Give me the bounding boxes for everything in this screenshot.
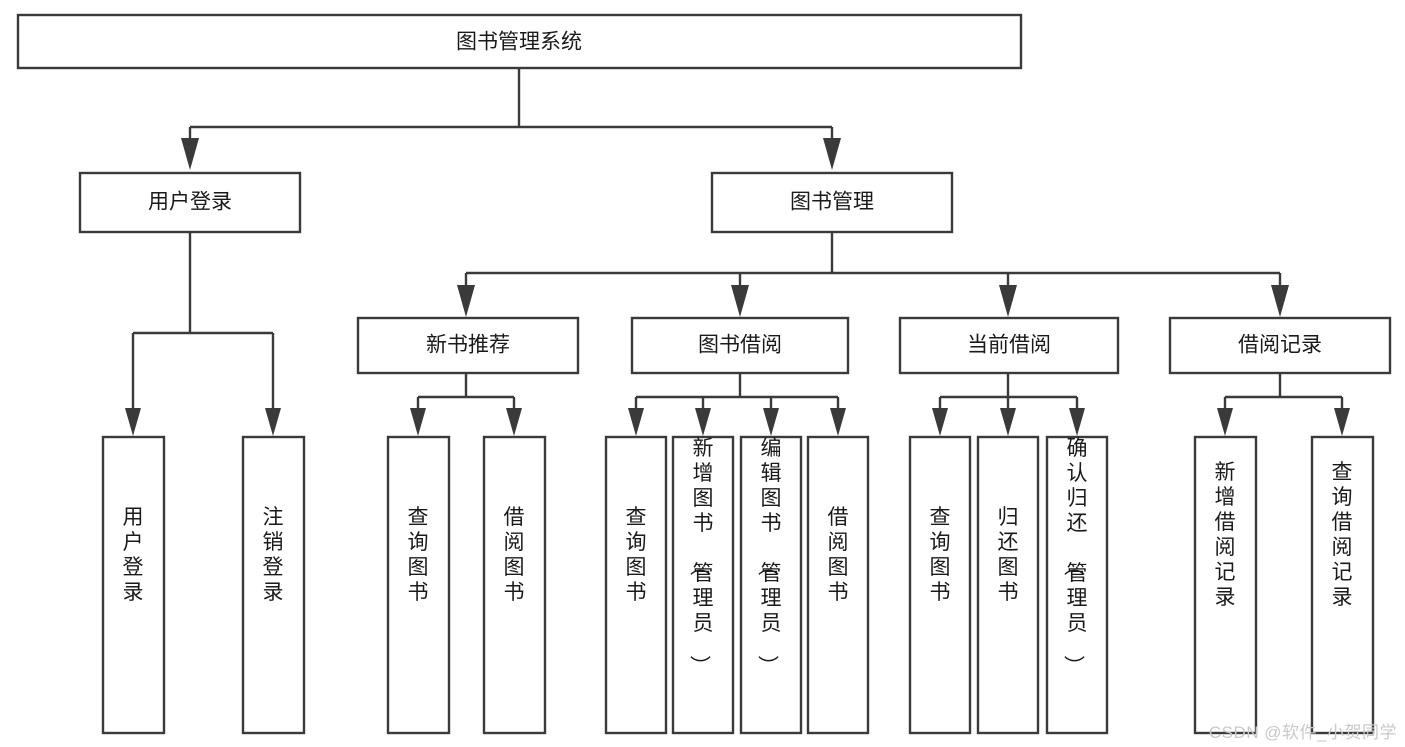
node-book-borrow-box[interactable] [630, 316, 850, 375]
connector-group-borrow-record [1217, 373, 1350, 436]
node-borrow-record[interactable]: 借阅记录 [1168, 316, 1392, 375]
node-leaf-user-logout-label: 注销登录 [263, 506, 284, 604]
node-book-management[interactable]: 图书管理 [710, 171, 954, 234]
node-leaf-borrow-book-2-box[interactable] [806, 435, 870, 735]
arrowhead-leaf-user-login [125, 408, 141, 436]
node-leaf-edit-book[interactable]: 编辑图书（管理员） [739, 435, 803, 735]
arrowhead-book-borrow [731, 285, 749, 317]
node-root-label: 图书管理系统 [456, 31, 582, 54]
node-borrow-record-label: 借阅记录 [1238, 334, 1322, 357]
node-book-borrow-label: 图书借阅 [698, 334, 782, 357]
node-leaf-borrow-book-2-label: 借阅图书 [828, 506, 849, 604]
node-leaf-query-book-3[interactable]: 查询图书 [908, 435, 972, 735]
arrowhead-borrow-record [1271, 285, 1289, 317]
node-book-management-label: 图书管理 [790, 191, 874, 214]
arrowhead-current-borrow [999, 285, 1017, 317]
node-leaf-add-book[interactable]: 新增图书（管理员） [671, 435, 735, 735]
node-leaf-query-record[interactable]: 查询借阅记录 [1310, 435, 1375, 735]
node-new-book-recommend-box[interactable] [356, 316, 580, 375]
node-leaf-query-book-2-box[interactable] [604, 435, 668, 735]
arrowhead-leaf-return-book [1000, 408, 1016, 436]
node-leaf-return-book-label: 归还图书 [998, 506, 1019, 604]
node-leaf-user-logout-box[interactable] [241, 435, 306, 735]
node-leaf-query-book-1[interactable]: 查询图书 [386, 435, 451, 735]
node-current-borrow-label: 当前借阅 [967, 334, 1051, 357]
arrowhead-leaf-borrow-book-1 [506, 408, 522, 436]
arrowhead-leaf-user-logout [265, 408, 281, 436]
connector-group-book-management [457, 232, 1289, 317]
node-leaf-add-record-box[interactable] [1193, 435, 1258, 735]
node-borrow-record-box[interactable] [1168, 316, 1392, 375]
node-leaf-user-login-box[interactable] [101, 435, 166, 735]
connector-group-user-login [125, 232, 281, 436]
node-leaf-borrow-book-2[interactable]: 借阅图书 [806, 435, 870, 735]
arrowhead-book-management [823, 138, 841, 170]
node-leaf-user-login-label: 用户登录 [123, 506, 144, 604]
node-leaf-add-record-label: 新增借阅记录 [1215, 461, 1236, 609]
arrowhead-leaf-add-record [1217, 408, 1233, 436]
arrowhead-new-book-recommend [457, 285, 475, 317]
node-leaf-add-book-box[interactable] [671, 435, 735, 735]
arrowhead-leaf-confirm-return [1069, 408, 1085, 436]
node-book-management-box[interactable] [710, 171, 954, 234]
node-root[interactable]: 图书管理系统 [16, 13, 1023, 70]
node-current-borrow[interactable]: 当前借阅 [898, 316, 1120, 375]
node-leaf-user-login[interactable]: 用户登录 [101, 435, 166, 735]
node-leaf-add-book-label: 新增图书（管理员） [688, 437, 714, 676]
node-leaf-edit-book-box[interactable] [739, 435, 803, 735]
arrowhead-leaf-query-record [1334, 408, 1350, 436]
node-leaf-query-record-label: 查询借阅记录 [1332, 461, 1353, 609]
arrowhead-leaf-add-book [695, 408, 711, 436]
node-leaf-edit-book-label: 编辑图书（管理员） [756, 437, 782, 676]
node-leaf-query-book-1-label: 查询图书 [408, 506, 429, 604]
arrowhead-leaf-query-book-1 [410, 408, 426, 436]
connector-group-root [181, 68, 841, 170]
node-leaf-query-record-box[interactable] [1310, 435, 1375, 735]
node-new-book-recommend[interactable]: 新书推荐 [356, 316, 580, 375]
node-new-book-recommend-label: 新书推荐 [426, 334, 510, 357]
node-leaf-confirm-return-label: 确认归还（管理员） [1062, 437, 1088, 676]
node-user-login-box[interactable] [78, 171, 302, 234]
node-book-borrow[interactable]: 图书借阅 [630, 316, 850, 375]
node-leaf-query-book-3-label: 查询图书 [930, 506, 951, 604]
node-leaf-query-book-1-box[interactable] [386, 435, 451, 735]
node-leaf-confirm-return-box[interactable] [1045, 435, 1109, 735]
node-leaf-borrow-book-1-box[interactable] [482, 435, 547, 735]
arrowhead-leaf-edit-book [763, 408, 779, 436]
node-leaf-add-record[interactable]: 新增借阅记录 [1193, 435, 1258, 735]
arrowhead-leaf-borrow-book-2 [830, 408, 846, 436]
node-leaf-query-book-2-label: 查询图书 [626, 506, 647, 604]
csdn-watermark: CSDN @软件_小贺同学 [1208, 723, 1397, 742]
node-user-login[interactable]: 用户登录 [78, 171, 302, 234]
node-leaf-user-logout[interactable]: 注销登录 [241, 435, 306, 735]
node-current-borrow-box[interactable] [898, 316, 1120, 375]
node-leaf-return-book[interactable]: 归还图书 [976, 435, 1040, 735]
node-leaf-borrow-book-1[interactable]: 借阅图书 [482, 435, 547, 735]
node-leaf-query-book-2[interactable]: 查询图书 [604, 435, 668, 735]
arrowhead-user-login [181, 138, 199, 170]
connector-group-current-borrow [932, 373, 1085, 436]
node-leaf-query-book-3-box[interactable] [908, 435, 972, 735]
arrowhead-leaf-query-book-3 [932, 408, 948, 436]
node-user-login-label: 用户登录 [148, 191, 232, 214]
node-root-box[interactable] [16, 13, 1023, 70]
connector-group-new-book-recommend [410, 373, 522, 436]
node-leaf-return-book-box[interactable] [976, 435, 1040, 735]
node-leaf-borrow-book-1-label: 借阅图书 [504, 506, 525, 604]
arrowhead-leaf-query-book-2 [628, 408, 644, 436]
connector-group-book-borrow [628, 373, 846, 436]
node-leaf-confirm-return[interactable]: 确认归还（管理员） [1045, 435, 1109, 735]
